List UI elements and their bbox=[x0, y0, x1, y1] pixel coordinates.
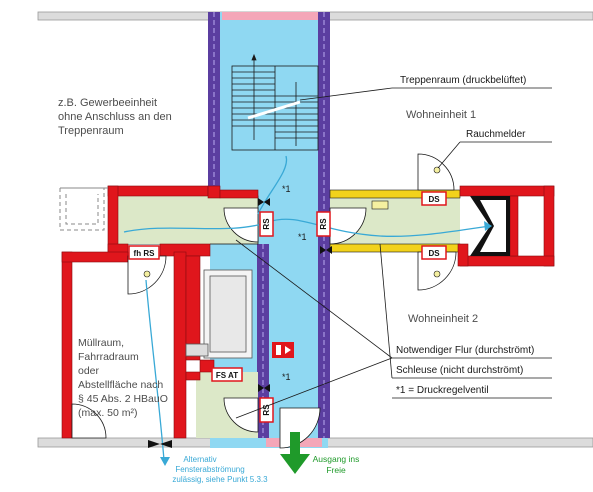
airflow-arrows bbox=[123, 155, 491, 461]
callout-treppenraum: Treppenraum (druckbelüftet) bbox=[400, 75, 526, 86]
valve-marker-bottom bbox=[148, 440, 160, 448]
corridor-left-extension bbox=[118, 196, 210, 244]
tag-fs-at-text: FS AT bbox=[216, 371, 238, 380]
callout-rauchmelder: Rauchmelder bbox=[466, 129, 526, 140]
callout-schleuse: Schleuse (nicht durchströmt) bbox=[396, 365, 523, 376]
tag-rs-flur bbox=[259, 211, 274, 237]
tag-ds-top bbox=[421, 191, 447, 206]
tag-fh-rs-text: fh RS bbox=[134, 249, 156, 258]
callout-leaders bbox=[235, 87, 552, 419]
label-alternativ-2: Fensterabströmung bbox=[175, 465, 244, 474]
tag-fh-rs bbox=[128, 245, 160, 260]
label-muellraum-3: oder bbox=[78, 365, 100, 377]
tag-rs-flur-text: RS bbox=[262, 218, 271, 230]
callout-druckregel: *1 = Druckregelventil bbox=[396, 385, 489, 396]
label-alternativ-3: zulässig, siehe Punkt 5.3.3 bbox=[172, 475, 268, 484]
tag-rs-stair bbox=[316, 211, 331, 237]
staircase bbox=[231, 53, 319, 151]
label-muellraum-2: Fahrradraum bbox=[78, 351, 139, 363]
stairwell-top-pink bbox=[222, 12, 318, 20]
door-tags: DS DS RS RS fh RS FS AT RS bbox=[128, 191, 447, 423]
valve-mark-lower: *1 bbox=[282, 372, 291, 382]
airflow-arrowhead-right bbox=[484, 221, 492, 231]
label-muellraum-5: § 45 Abs. 2 HBauO bbox=[78, 393, 168, 405]
tag-fs-at bbox=[211, 367, 243, 382]
gewerbe-dashed-boundary bbox=[59, 188, 105, 231]
valve-mark-top: *1 bbox=[282, 184, 291, 194]
label-muellraum-6: (max. 50 m²) bbox=[78, 407, 138, 419]
label-muellraum-4: Abstellfläche nach bbox=[78, 379, 163, 391]
tag-ds-bottom bbox=[421, 245, 447, 260]
elevator bbox=[185, 269, 253, 359]
callout-flur: Notwendiger Flur (durchströmt) bbox=[396, 345, 534, 356]
label-gewerbe-1: z.B. Gewerbeeinheit bbox=[58, 97, 157, 109]
valve-markers bbox=[258, 198, 332, 392]
fire-equipment-sign bbox=[272, 342, 294, 358]
label-gewerbe-2: ohne Anschluss an den bbox=[58, 111, 172, 123]
label-ausgang-1: Ausgang ins bbox=[313, 454, 360, 464]
tag-rs-stair-text: RS bbox=[319, 218, 328, 230]
tag-ds-bottom-text: DS bbox=[428, 249, 440, 258]
red-walls bbox=[61, 185, 555, 439]
label-wohneinheit-1: Wohneinheit 1 bbox=[406, 109, 476, 121]
label-ausgang-2: Freie bbox=[326, 465, 346, 475]
exit-arrow bbox=[280, 432, 310, 474]
valve-mark-mid: *1 bbox=[298, 232, 307, 242]
airlock-detector bbox=[371, 200, 389, 210]
label-muellraum-1: Müllraum, bbox=[78, 337, 124, 349]
label-alternativ-1: Alternativ bbox=[183, 455, 216, 464]
tag-rs-lower bbox=[259, 397, 274, 423]
tag-rs-lower-text: RS bbox=[262, 404, 271, 416]
airflow-arrowhead-down bbox=[160, 457, 170, 466]
tag-ds-top-text: DS bbox=[428, 195, 440, 204]
label-wohneinheit-2: Wohneinheit 2 bbox=[408, 313, 478, 325]
smoke-detectors bbox=[143, 166, 441, 278]
label-gewerbe-3: Treppenraum bbox=[58, 125, 124, 137]
